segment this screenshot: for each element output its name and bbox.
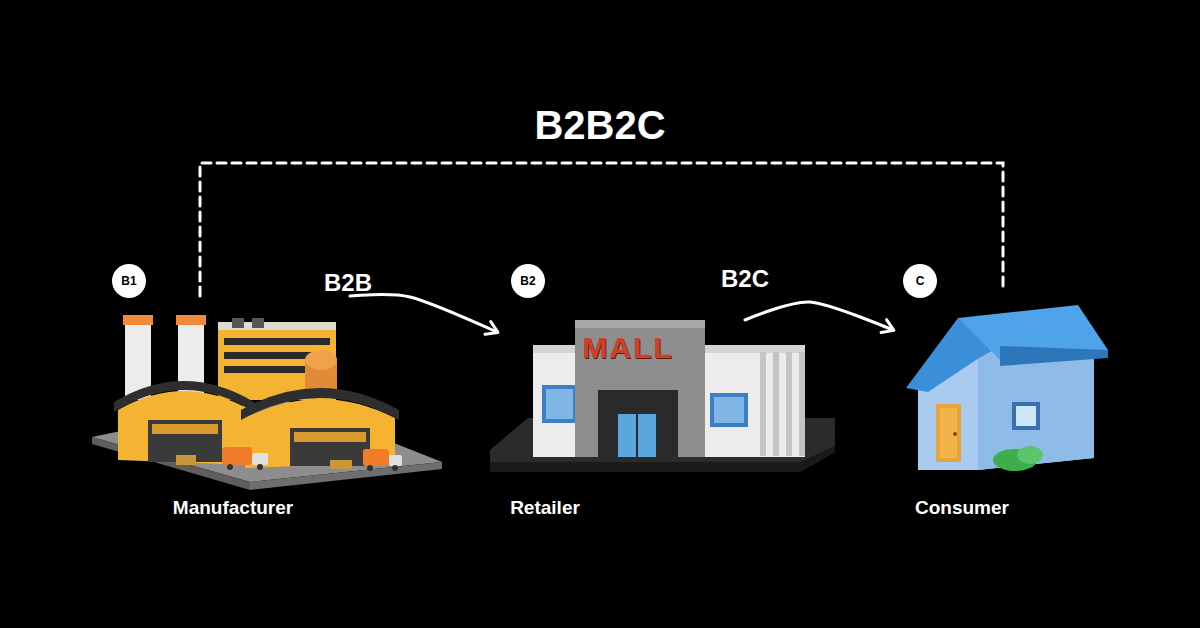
house-illustration (906, 305, 1108, 471)
edge-label: B2B2C (534, 103, 665, 148)
mall-illustration (575, 320, 705, 328)
badge-label: C (916, 274, 925, 288)
factory-illustration (241, 388, 399, 420)
factory-illustration (152, 424, 218, 434)
mall-illustration (799, 352, 805, 456)
flow-arrow (350, 295, 497, 332)
factory-illustration (389, 455, 402, 466)
house-illustration (978, 345, 1094, 470)
mall-illustration (636, 414, 638, 457)
mall-illustration (598, 390, 678, 457)
factory-illustration (114, 381, 254, 412)
factory-illustration (252, 453, 268, 465)
factory-illustration (222, 447, 252, 465)
badge-label: B2 (520, 274, 535, 288)
mall-illustration (786, 352, 792, 456)
factory-illustration (227, 464, 233, 470)
factory-illustration (257, 464, 263, 470)
manufacturer-node: Manufacturer (92, 296, 442, 525)
factory-illustration (392, 465, 398, 471)
edge-label: B2B (324, 269, 372, 297)
factory-illustration (176, 315, 206, 325)
factory-illustration (367, 465, 373, 471)
house-illustration (1016, 406, 1036, 426)
factory-illustration (92, 315, 442, 490)
mall-illustration (700, 345, 805, 353)
node-label: Retailer (510, 497, 580, 519)
house-illustration (936, 404, 961, 462)
consumer-node: Consumer (893, 290, 1115, 525)
house-illustration (1012, 402, 1040, 430)
house-illustration (940, 408, 957, 458)
house-illustration (1017, 446, 1043, 464)
mall-illustration (618, 414, 656, 457)
badge-label: B1 (121, 274, 136, 288)
factory-illustration (294, 432, 366, 442)
factory-illustration (232, 318, 244, 328)
node-label: Consumer (915, 497, 1009, 519)
factory-illustration (224, 338, 330, 345)
step-badge: B2 (511, 264, 545, 298)
mall-illustration (490, 320, 835, 472)
dashed-bracket-connector (200, 163, 1003, 296)
edge-label: B2C (721, 265, 769, 293)
mall-illustration (542, 385, 577, 423)
mall-illustration (710, 393, 748, 427)
step-badge: C (903, 264, 937, 298)
factory-illustration (330, 460, 352, 469)
mall-illustration (575, 320, 705, 457)
factory-illustration (363, 449, 389, 466)
factory-illustration (252, 318, 264, 328)
mall-illustration (546, 389, 573, 419)
mall-illustration (760, 352, 766, 456)
house-illustration (1000, 346, 1108, 366)
node-label: Manufacturer (173, 497, 293, 519)
factory-illustration (123, 315, 153, 325)
mall-illustration (714, 397, 744, 423)
shop-sign: MALL (582, 331, 673, 365)
step-badge: B1 (112, 264, 146, 298)
house-illustration (953, 432, 957, 436)
factory-illustration (305, 350, 337, 370)
mall-illustration (700, 345, 805, 457)
flow-arrow (745, 302, 893, 330)
factory-illustration (176, 455, 196, 465)
mall-illustration (773, 352, 779, 456)
factory-illustration (245, 399, 395, 468)
